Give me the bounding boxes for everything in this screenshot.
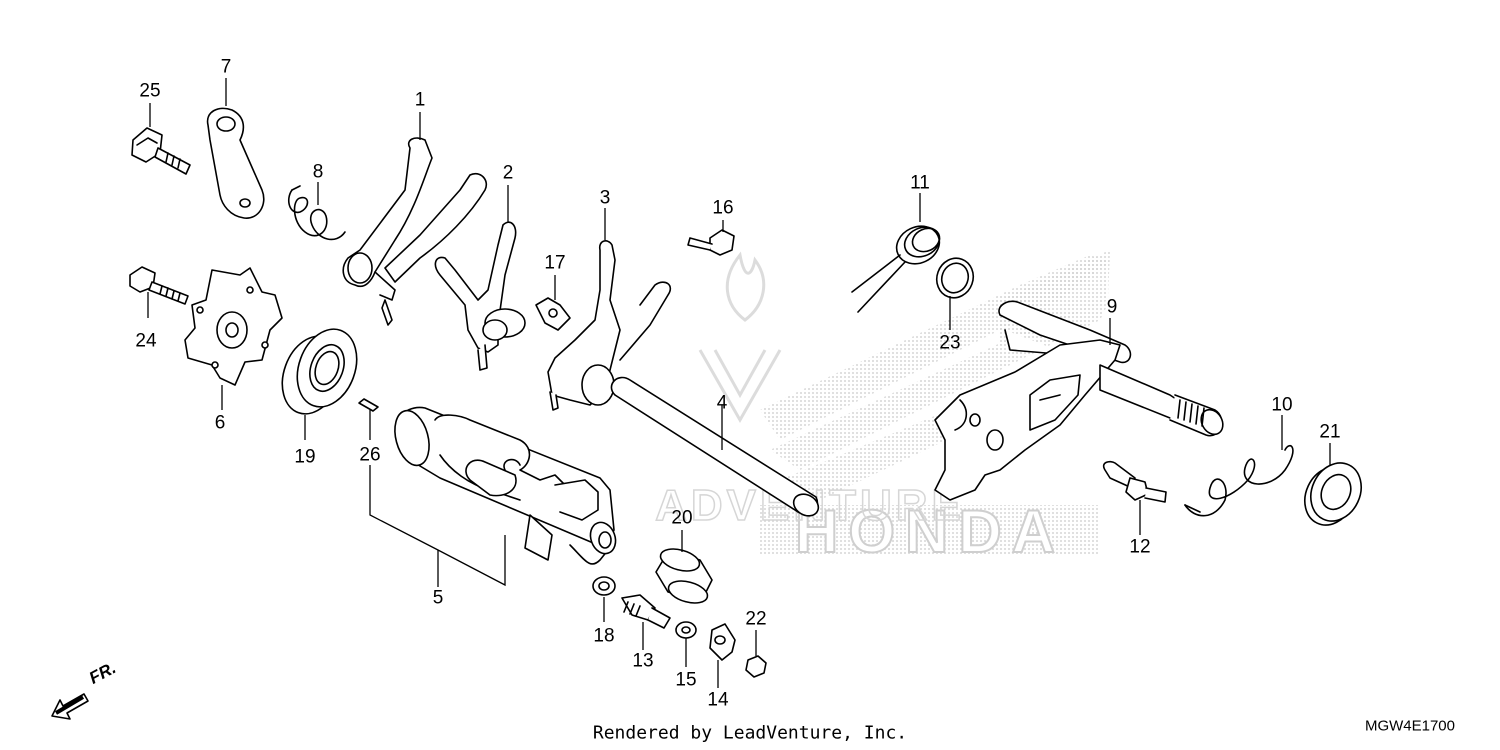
callout-19: 19	[294, 446, 316, 468]
callout-3: 3	[599, 187, 611, 209]
callout-11: 11	[910, 172, 930, 194]
watermark-brand: HONDA	[795, 498, 1065, 565]
callout-21: 21	[1319, 421, 1341, 443]
part-1-shift-fork	[342, 137, 488, 326]
callout-22: 22	[745, 608, 767, 630]
part-3-shift-fork	[547, 240, 672, 411]
part-15-washer	[675, 621, 697, 639]
callout-1: 1	[414, 89, 426, 111]
part-8-return-spring	[288, 185, 346, 241]
part-19-ball-bearing	[281, 328, 358, 415]
part-25-flange-bolt	[131, 127, 191, 175]
callout-8: 8	[312, 161, 324, 183]
leadventure-logo-watermark	[698, 251, 782, 424]
callout-23: 23	[939, 332, 961, 354]
leader-lines	[147, 78, 1331, 688]
callout-16: 16	[712, 197, 734, 219]
callout-24: 24	[135, 330, 157, 352]
part-20-collar	[655, 548, 713, 604]
callout-17: 17	[544, 252, 566, 274]
callout-6: 6	[214, 412, 226, 434]
part-12-pivot-bolt	[1102, 460, 1167, 503]
callout-12: 12	[1129, 536, 1151, 558]
callout-4: 4	[716, 392, 728, 414]
callout-13: 13	[632, 650, 654, 672]
callout-25: 25	[139, 80, 161, 102]
callout-2: 2	[502, 162, 514, 184]
part-11-torsion-spring	[851, 225, 941, 313]
part-9-gearshift-spindle	[934, 300, 1224, 501]
part-14-terminal-clip	[709, 623, 736, 661]
part-26-dowel-pin	[358, 398, 379, 412]
part-10-return-spring	[1184, 445, 1294, 517]
render-credit: Rendered by LeadVenture, Inc.	[592, 722, 908, 744]
part-2-shift-fork	[434, 221, 526, 371]
part-22-nut	[745, 655, 767, 678]
callout-7: 7	[220, 56, 232, 78]
diagram-code: MGW4E1700	[1364, 717, 1455, 735]
part-17-shift-fork-guide	[535, 297, 571, 331]
part-18-washer	[592, 576, 616, 596]
part-4-shift-fork-shaft	[610, 376, 820, 517]
part-5-shift-drum	[394, 406, 617, 565]
front-direction-arrow-icon	[51, 693, 89, 720]
part-21-oil-seal	[1304, 462, 1362, 526]
part-16-small-bolt	[687, 229, 735, 256]
callout-5: 5	[432, 587, 444, 609]
callout-9: 9	[1106, 296, 1118, 318]
callout-15: 15	[675, 669, 697, 691]
callout-18: 18	[593, 625, 615, 647]
part-24-socket-bolt	[129, 266, 189, 305]
part-7-stopper-arm	[206, 107, 265, 219]
part-13-neutral-switch	[621, 594, 671, 629]
part-6-drum-center-plate	[184, 267, 283, 386]
callout-10: 10	[1271, 394, 1293, 416]
callout-20: 20	[671, 507, 693, 529]
callout-14: 14	[707, 689, 729, 711]
callout-26: 26	[359, 444, 381, 466]
part-23-circlip	[935, 257, 975, 299]
